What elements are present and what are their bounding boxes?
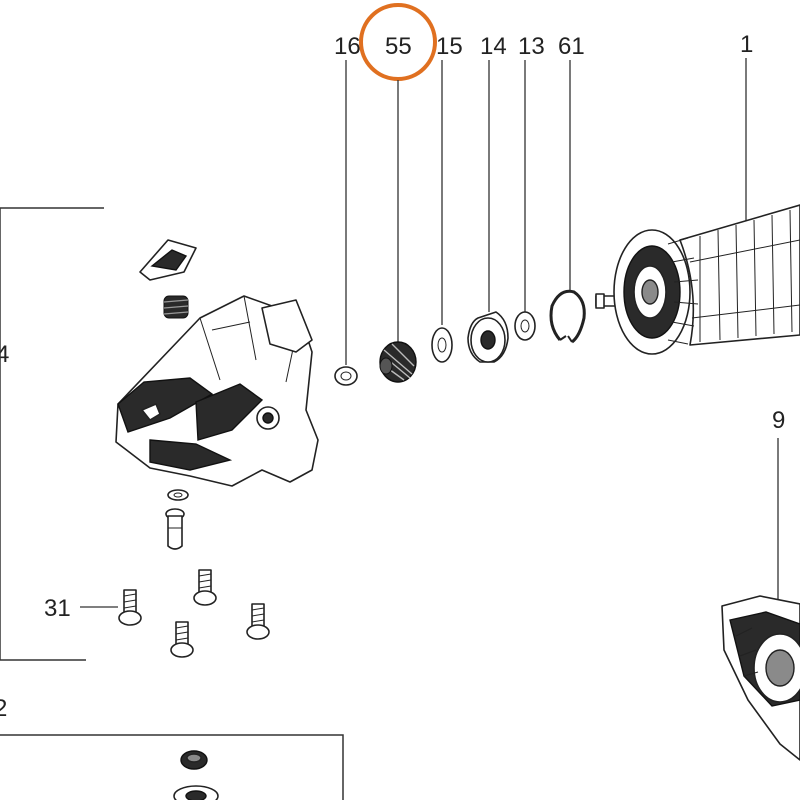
part-2-washer <box>173 785 219 800</box>
screw-part-31-a <box>118 589 142 626</box>
nut-part-16 <box>334 366 358 386</box>
part-2-nut <box>180 750 208 770</box>
callout-1: 1 <box>740 31 753 58</box>
bearing-part-14 <box>467 311 509 363</box>
callout-13: 13 <box>518 33 545 60</box>
washer-part-13 <box>514 311 536 341</box>
gear-housing <box>115 295 319 487</box>
highlight-circle <box>359 3 437 81</box>
callout-31: 31 <box>44 595 71 622</box>
bracket-2 <box>0 734 344 800</box>
callout-4: 4 <box>0 341 9 368</box>
screw-part-31-c <box>246 603 270 640</box>
spring-part <box>163 295 189 319</box>
lock-pin <box>165 508 185 550</box>
small-washer <box>167 489 189 501</box>
callout-61: 61 <box>558 33 585 60</box>
callout-16: 16 <box>334 33 361 60</box>
washer-part-15 <box>431 327 453 363</box>
bracket-4 <box>0 207 104 661</box>
callout-14: 14 <box>480 33 507 60</box>
armature-part-1 <box>595 204 800 355</box>
callout-55: 55 <box>385 33 412 60</box>
guard-part-9 <box>721 595 800 761</box>
lever-piece <box>139 239 197 281</box>
screw-part-31-b <box>193 569 217 606</box>
callout-9: 9 <box>772 407 785 434</box>
callout-2: 2 <box>0 695 7 722</box>
pinion-gear-part-55 <box>379 341 417 383</box>
screw-part-31-d <box>170 621 194 658</box>
callout-15: 15 <box>436 33 463 60</box>
circlip-part-61 <box>549 289 586 344</box>
